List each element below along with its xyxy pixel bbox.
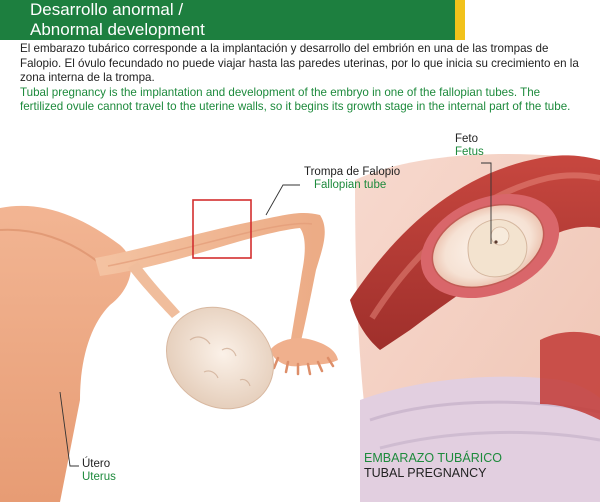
tube-label-spanish: Trompa de Falopio [304,166,401,178]
ovary-shape [165,306,275,410]
uterus-shape [0,205,131,502]
header-title-spanish: Desarrollo anormal / [30,0,184,19]
fetus-leader-line [481,162,492,244]
fallopian-tube-shape [95,212,325,345]
caption-english: TUBAL PREGNANCY [364,466,487,480]
tube-label: Trompa de Falopio Fallopian tube [304,166,400,192]
uterus-label-spanish: Útero [82,458,111,470]
caption-spanish: EMBARAZO TUBÁRICO [364,451,502,465]
uterus-label-english: Uterus [82,471,116,483]
highlight-box [192,199,252,259]
intro-text: El embarazo tubárico corresponde a la im… [20,42,580,115]
header-banner: Desarrollo anormal / Abnormal developmen… [0,0,465,40]
ovarian-ligament-shape [128,262,180,318]
tube-leader-line [265,184,300,216]
header-title-english: Abnormal development [30,20,205,39]
fimbriae-shape [270,338,338,367]
caption: EMBARAZO TUBÁRICO TUBAL PREGNANCY [364,451,502,481]
fetus-shape [467,219,528,278]
intro-spanish: El embarazo tubárico corresponde a la im… [20,42,579,85]
tubal-pregnancy-illustration [0,154,600,502]
uterus-leader-line [59,391,79,467]
fetus-label: Feto Fetus [455,133,484,159]
uterus-label: Útero Uterus [82,458,116,484]
fetus-label-english: Fetus [455,146,484,158]
tube-label-english: Fallopian tube [314,179,387,191]
fetus-label-spanish: Feto [455,133,479,145]
intro-english: Tubal pregnancy is the implantation and … [20,85,571,114]
